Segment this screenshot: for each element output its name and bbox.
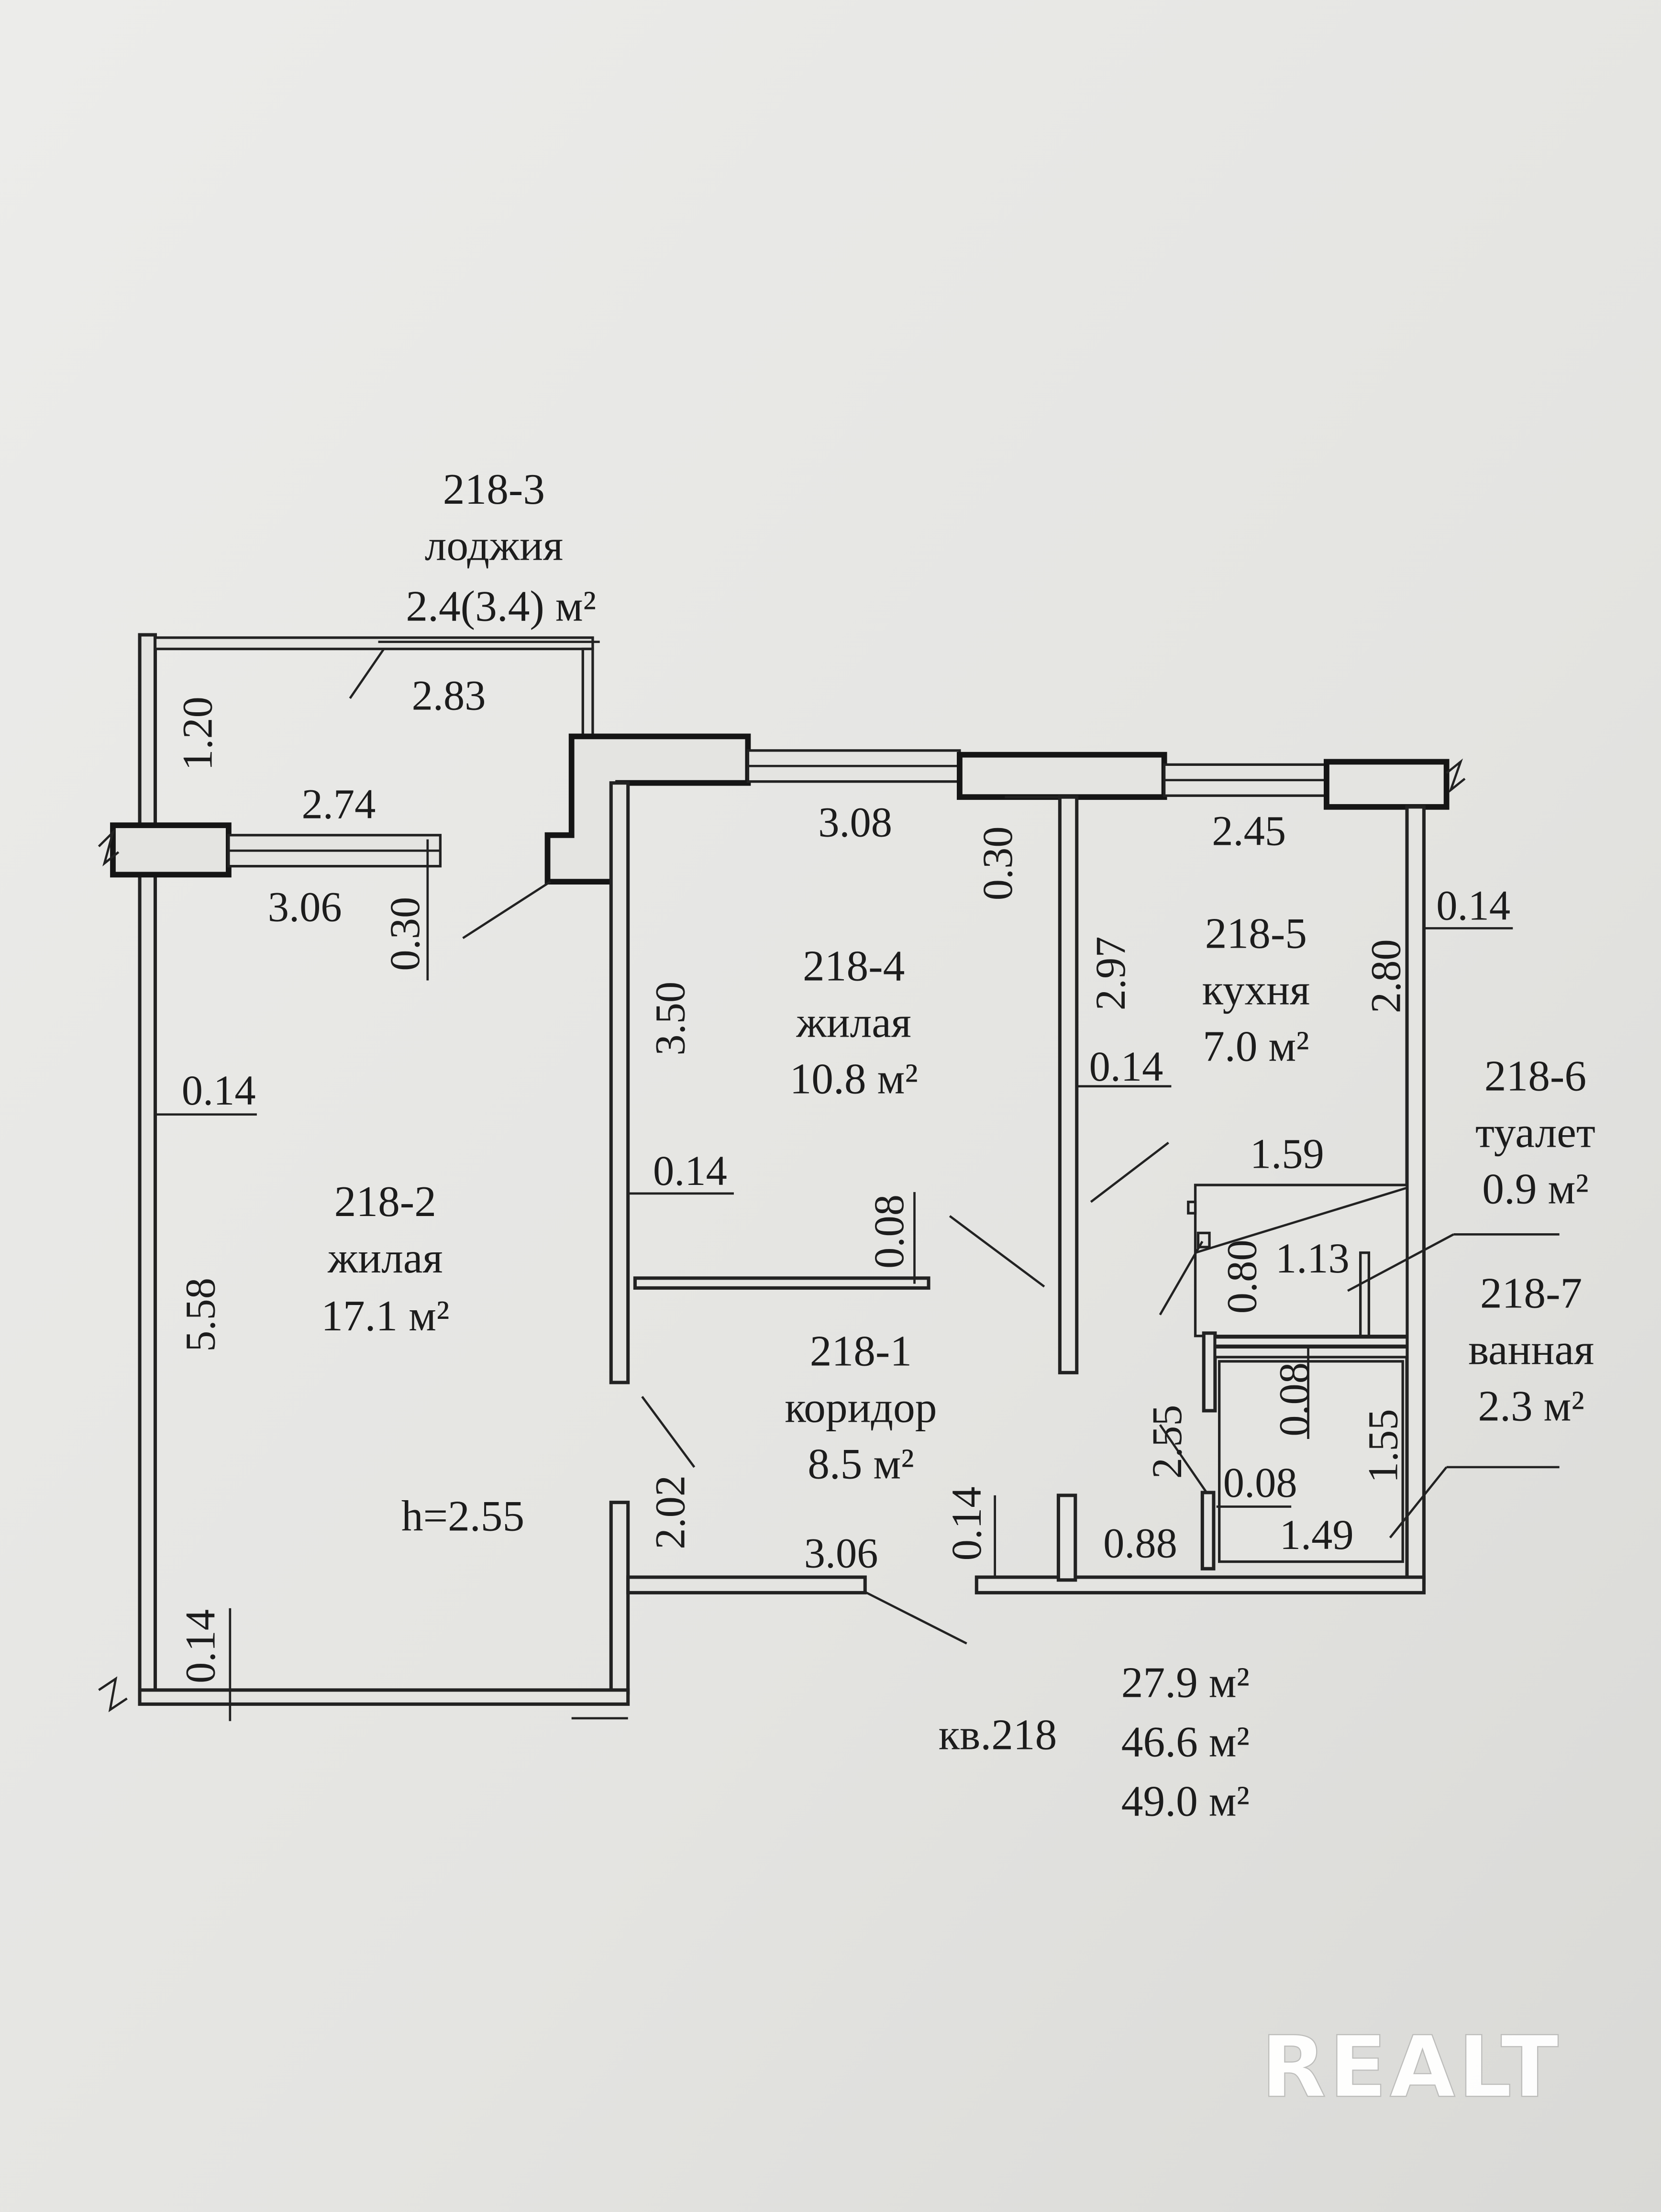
dim-label: 3.06 bbox=[268, 884, 342, 931]
dim-label: 2.45 bbox=[1212, 807, 1286, 854]
room-id: 218-6 bbox=[1484, 1052, 1586, 1100]
walls bbox=[98, 633, 1466, 1720]
dim-label: 0.08 bbox=[1223, 1460, 1297, 1506]
dim-label: 1.55 bbox=[1360, 1409, 1406, 1483]
dim-label: 3.08 bbox=[818, 799, 892, 846]
room-218-3: 218-3 лоджия 2.4(3.4) м² bbox=[406, 465, 596, 630]
leader-lines bbox=[155, 641, 1560, 1721]
room-area: 17.1 м² bbox=[321, 1292, 449, 1340]
room-name: ванная bbox=[1468, 1326, 1594, 1374]
room-labels: 218-3 лоджия 2.4(3.4) м² 218-4 жилая 10.… bbox=[321, 465, 1595, 1825]
dim-label: 0.14 bbox=[182, 1067, 256, 1114]
dim-label: 5.58 bbox=[177, 1278, 224, 1352]
dim-label: 0.80 bbox=[1218, 1239, 1265, 1314]
dim-label: 0.14 bbox=[177, 1609, 224, 1683]
dim-label: 0.08 bbox=[866, 1194, 913, 1269]
dim-label: 1.59 bbox=[1250, 1131, 1324, 1178]
room-area: 2.4(3.4) м² bbox=[406, 582, 596, 630]
room-name: жилая bbox=[327, 1234, 443, 1282]
room-218-1: 218-1 коридор 8.5 м² bbox=[785, 1327, 937, 1488]
dim-label: 2.74 bbox=[302, 781, 376, 828]
room-id: 218-5 bbox=[1205, 909, 1307, 958]
room-218-6: 218-6 туалет 0.9 м² bbox=[1475, 1052, 1595, 1213]
room-name: коридор bbox=[785, 1383, 937, 1432]
total-area-with-loggia: 49.0 м² bbox=[1121, 1777, 1250, 1825]
room-id: 218-1 bbox=[810, 1327, 912, 1375]
room-area: 8.5 м² bbox=[808, 1440, 914, 1488]
dim-label: 0.08 bbox=[1271, 1362, 1318, 1437]
dim-label: 0.30 bbox=[974, 826, 1021, 900]
total-area: 46.6 м² bbox=[1121, 1717, 1250, 1766]
realt-watermark: REALT bbox=[1261, 2018, 1561, 2116]
room-id: 218-4 bbox=[803, 942, 905, 990]
room-area: 2.3 м² bbox=[1478, 1382, 1584, 1430]
dim-label: 0.14 bbox=[653, 1148, 727, 1194]
dim-label: 2.55 bbox=[1144, 1405, 1191, 1479]
dim-label: 1.20 bbox=[174, 697, 221, 771]
total-living-area: 27.9 м² bbox=[1121, 1659, 1250, 1707]
dim-label: 1.49 bbox=[1280, 1512, 1354, 1559]
dim-label: 2.83 bbox=[412, 672, 486, 719]
dim-label: 1.13 bbox=[1275, 1235, 1350, 1282]
room-name: жилая bbox=[796, 998, 911, 1047]
room-id: 218-7 bbox=[1480, 1269, 1582, 1317]
room-218-4: 218-4 жилая 10.8 м² bbox=[790, 942, 918, 1103]
room-name: лоджия bbox=[425, 521, 563, 570]
room-218-5: 218-5 кухня 7.0 м² bbox=[1202, 909, 1310, 1071]
dim-label: 0.30 bbox=[382, 897, 429, 971]
room-id: 218-3 bbox=[443, 465, 545, 513]
dim-label: 0.14 bbox=[1089, 1043, 1163, 1090]
room-218-2: 218-2 жилая 17.1 м² bbox=[321, 1177, 449, 1340]
dim-label: 3.06 bbox=[804, 1530, 878, 1577]
dim-label: 2.97 bbox=[1087, 936, 1134, 1010]
room-218-7: 218-7 ванная 2.3 м² bbox=[1468, 1269, 1594, 1430]
dim-label: 0.14 bbox=[943, 1486, 990, 1560]
room-area: 7.0 м² bbox=[1203, 1022, 1309, 1071]
dim-label: 2.80 bbox=[1362, 939, 1409, 1013]
apartment-number: кв.218 bbox=[939, 1711, 1057, 1759]
room-name: кухня bbox=[1202, 966, 1310, 1014]
room-area: 10.8 м² bbox=[790, 1054, 918, 1103]
dim-label: 0.88 bbox=[1103, 1520, 1177, 1567]
ceiling-height: h=2.55 bbox=[401, 1492, 524, 1540]
room-name: туалет bbox=[1475, 1108, 1595, 1157]
dimension-labels: 2.83 1.20 2.74 3.06 0.30 3.08 0.30 2.45 … bbox=[174, 672, 1510, 1683]
dim-label: 0.14 bbox=[1436, 883, 1510, 929]
dim-label: 2.02 bbox=[647, 1475, 694, 1549]
dim-label: 3.50 bbox=[647, 982, 694, 1056]
room-area: 0.9 м² bbox=[1482, 1164, 1588, 1213]
room-id: 218-2 bbox=[334, 1177, 436, 1226]
